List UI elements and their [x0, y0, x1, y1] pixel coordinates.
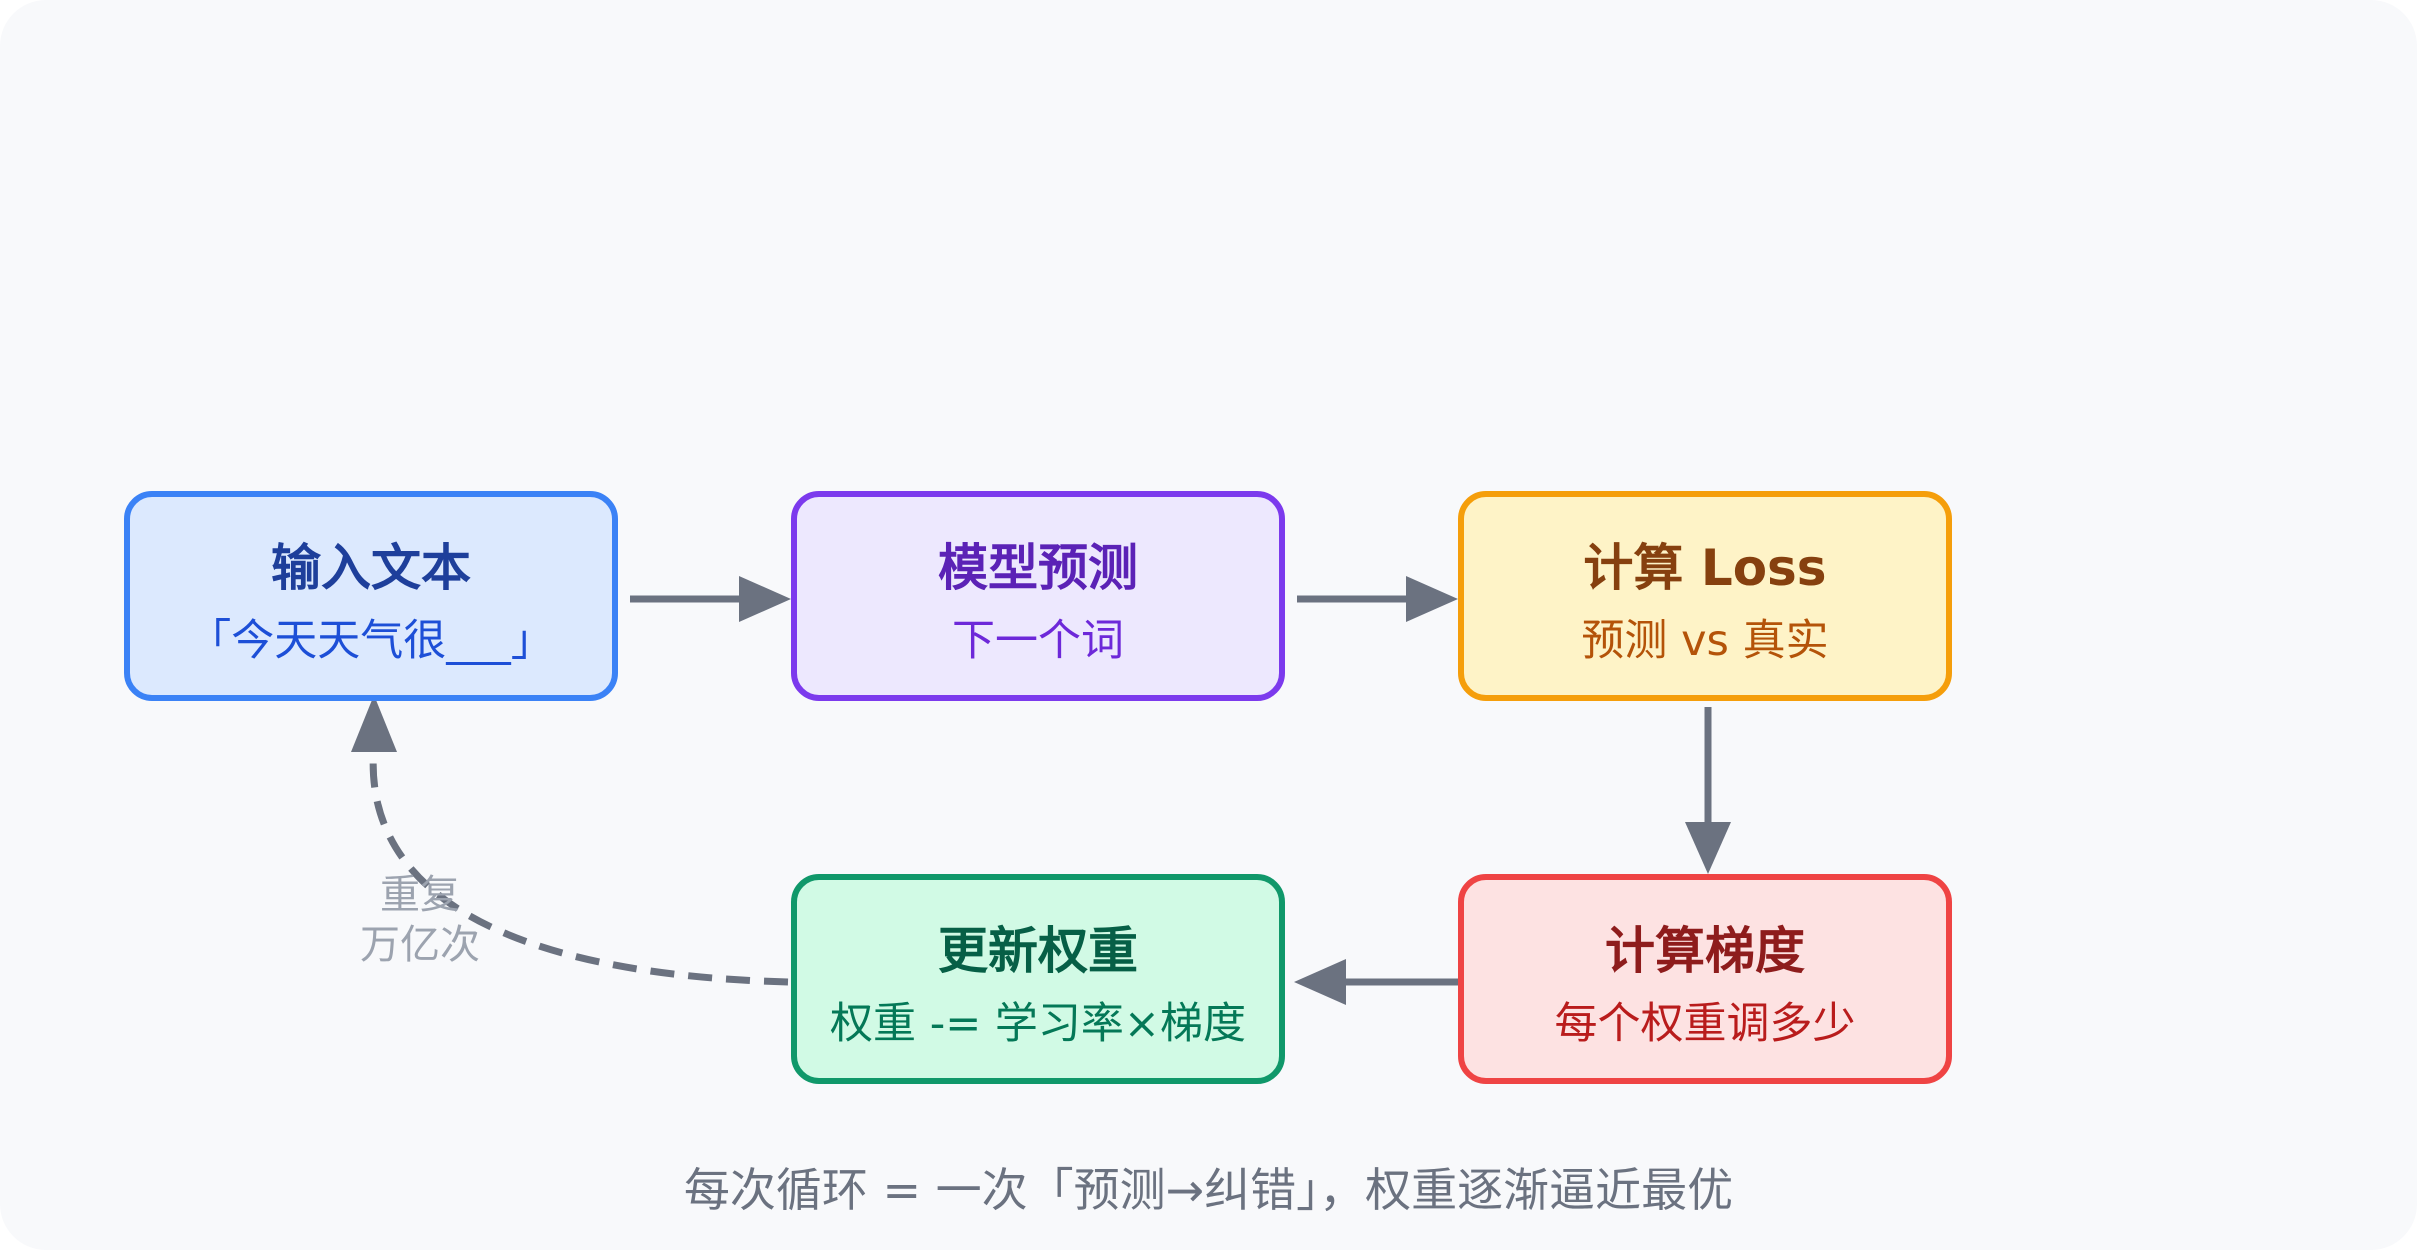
- loop-label-line2: 万亿次: [360, 922, 480, 968]
- node-title: 计算梯度: [1605, 922, 1805, 980]
- node-title: 计算 Loss: [1583, 539, 1827, 597]
- loop-label: 重复 万亿次: [340, 870, 500, 970]
- node-subtitle: 每个权重调多少: [1554, 999, 1856, 1049]
- node-title: 更新权重: [938, 922, 1138, 980]
- node-title: 模型预测: [938, 539, 1138, 597]
- loop-arrow-update-to-input: [351, 695, 789, 986]
- arrow-predict-to-loss: [1297, 576, 1458, 622]
- node-compute-loss: 计算 Loss 预测 vs 真实: [1458, 491, 1952, 701]
- arrow-gradient-to-update: [1294, 959, 1458, 1005]
- loop-label-line1: 重复: [380, 872, 460, 918]
- arrow-loss-to-gradient: [1685, 707, 1731, 874]
- diagram-caption: 每次循环 = 一次「预测→纠错」，权重逐渐逼近最优: [683, 1163, 1734, 1217]
- node-subtitle: 预测 vs 真实: [1581, 616, 1829, 666]
- node-title: 输入文本: [271, 539, 471, 597]
- node-input-text: 输入文本 「今天天气很___」: [124, 491, 618, 701]
- node-model-predict: 模型预测 下一个词: [791, 491, 1285, 701]
- node-subtitle: 「今天天气很___」: [188, 616, 554, 666]
- node-compute-gradient: 计算梯度 每个权重调多少: [1458, 874, 1952, 1084]
- node-subtitle: 下一个词: [952, 616, 1124, 666]
- node-update-weights: 更新权重 权重 -= 学习率×梯度: [791, 874, 1285, 1084]
- node-subtitle: 权重 -= 学习率×梯度: [830, 999, 1246, 1049]
- arrow-input-to-predict: [630, 576, 791, 622]
